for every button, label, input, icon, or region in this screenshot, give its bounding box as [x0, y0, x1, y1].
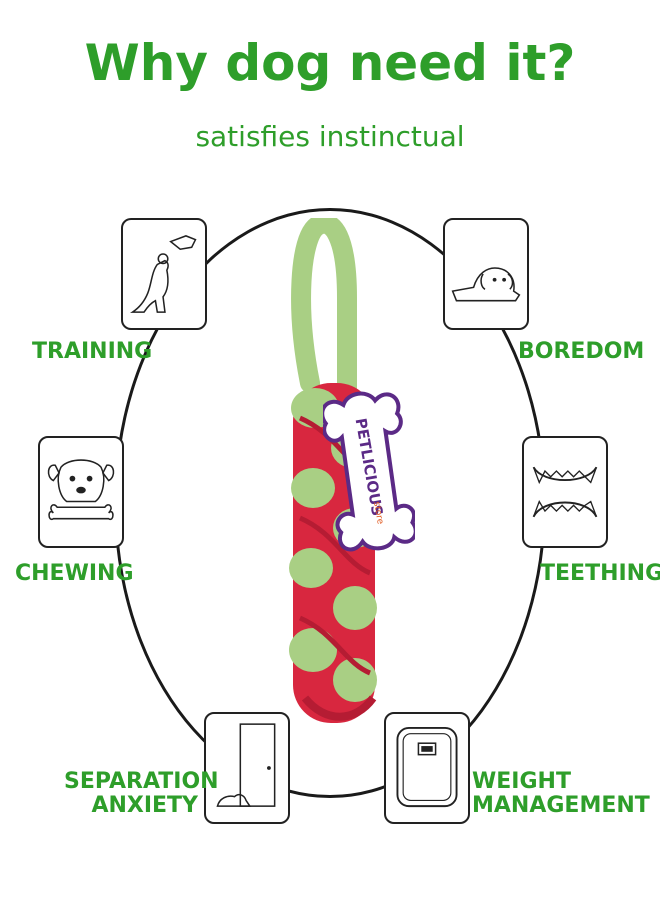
weight-label-line2: MANAGEMENT [472, 793, 650, 818]
separation-label-line1: SEPARATION [64, 769, 219, 794]
chewing-icon-box [38, 436, 124, 548]
teeth-icon [532, 466, 598, 518]
weight-management-label: WEIGHT MANAGEMENT [472, 770, 650, 818]
boredom-icon-box [443, 218, 529, 330]
teething-label: TEETHING [540, 561, 660, 586]
training-label: TRAINING [32, 339, 153, 364]
training-icon-box [121, 218, 207, 330]
dog-jumping-icon [130, 235, 197, 313]
weighing-scale-icon [396, 727, 458, 808]
boredom-label: BOREDOM [518, 339, 645, 364]
brand-tag: PETLICIOUS store [320, 388, 418, 556]
weight-management-icon-box [384, 712, 470, 824]
chewing-label: CHEWING [15, 561, 134, 586]
teething-icon-box [522, 436, 608, 548]
separation-anxiety-label: SEPARATION ANXIETY [64, 769, 219, 818]
dog-chewing-bone-icon [47, 459, 115, 521]
dog-by-door-icon [216, 723, 276, 807]
dog-lying-icon [451, 267, 521, 302]
page-subtitle: satisfies instinctual [195, 120, 465, 153]
separation-anxiety-icon-box [204, 712, 290, 824]
weight-label-line1: WEIGHT [472, 769, 571, 794]
page-title: Why dog need it? [84, 34, 576, 92]
separation-label-line2: ANXIETY [91, 793, 198, 818]
